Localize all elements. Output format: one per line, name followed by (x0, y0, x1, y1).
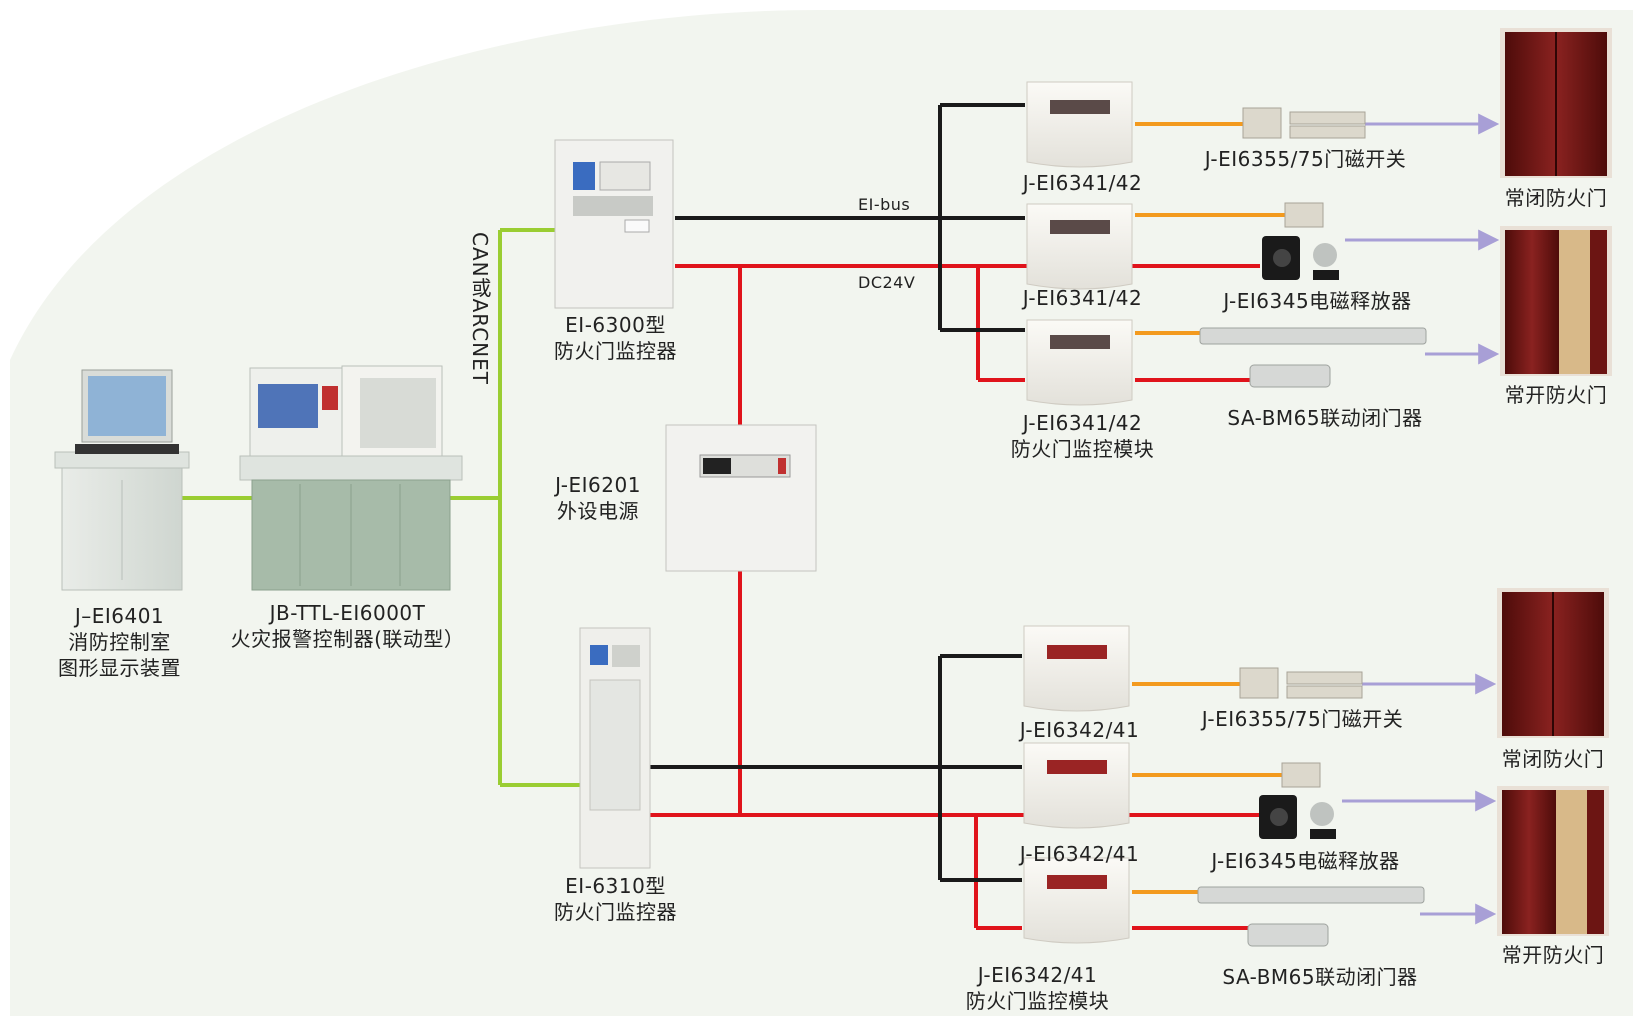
bottom-module-3-label: J-EI6342/41 防火门监控模块 (955, 962, 1120, 1014)
display-console-name2: 图形显示装置 (52, 655, 187, 681)
bottom-module-1-label: J-EI6342/41 (1007, 717, 1152, 743)
bottom-door-open-label: 常开防火门 (1497, 942, 1609, 968)
display-console-name1: 消防控制室 (52, 629, 187, 655)
top-module-2-label: J-EI6341/42 (1010, 285, 1155, 311)
controller-model: JB-TTL-EI6000T (225, 600, 470, 626)
bottom-module-images (1024, 626, 1129, 943)
bottom-module-3-model: J-EI6342/41 (955, 962, 1120, 988)
monitor-6300-label: EI-6300型 防火门监控器 (548, 312, 683, 364)
power-supply-name: 外设电源 (548, 498, 648, 524)
top-switch-label: J-EI6355/75门磁开关 (1193, 146, 1418, 172)
top-releaser-label: J-EI6345电磁释放器 (1205, 288, 1430, 314)
display-console-model: J–EI6401 (52, 603, 187, 629)
bottom-closer-label: SA-BM65联动闭门器 (1210, 964, 1430, 990)
bottom-module-caption: 防火门监控模块 (955, 988, 1120, 1014)
controller-name: 火灾报警控制器(联动型） (225, 626, 470, 652)
monitor-6310-name: 防火门监控器 (548, 899, 683, 925)
fire-alarm-controller-desk-image (240, 366, 462, 590)
network-label: CAN或ARCNET (466, 232, 495, 385)
power-supply-model: J-EI6201 (548, 472, 648, 498)
monitor-6300-model: EI-6300型 (548, 312, 683, 338)
top-module-3-model: J-EI6341/42 (1000, 410, 1165, 436)
monitor-6310-model: EI-6310型 (548, 873, 683, 899)
bottom-door-closed-label: 常闭防火门 (1497, 746, 1609, 772)
top-module-1-label: J-EI6341/42 (1010, 170, 1155, 196)
power-supply-image (666, 425, 816, 571)
top-module-caption: 防火门监控模块 (1000, 436, 1165, 462)
controller-label: JB-TTL-EI6000T 火灾报警控制器(联动型） (225, 600, 470, 652)
monitor-6300-image (555, 140, 673, 308)
power-supply-label: J-EI6201 外设电源 (548, 472, 648, 524)
top-closer-label: SA-BM65联动闭门器 (1215, 405, 1435, 431)
monitor-6300-name: 防火门监控器 (548, 338, 683, 364)
bottom-module-2-label: J-EI6342/41 (1007, 841, 1152, 867)
top-door-open-label: 常开防火门 (1500, 382, 1612, 408)
dc24v-label: DC24V (858, 270, 915, 296)
bottom-releaser-label: J-EI6345电磁释放器 (1193, 848, 1418, 874)
monitor-6310-label: EI-6310型 防火门监控器 (548, 873, 683, 925)
top-module-images (1027, 82, 1132, 405)
ei-bus-label: EI-bus (858, 192, 910, 218)
top-door-closed-label: 常闭防火门 (1500, 185, 1612, 211)
top-module-3-label: J-EI6341/42 防火门监控模块 (1000, 410, 1165, 462)
bottom-switch-label: J-EI6355/75门磁开关 (1190, 706, 1415, 732)
monitor-6310-image (580, 628, 650, 868)
display-console-label: J–EI6401 消防控制室 图形显示装置 (52, 603, 187, 681)
